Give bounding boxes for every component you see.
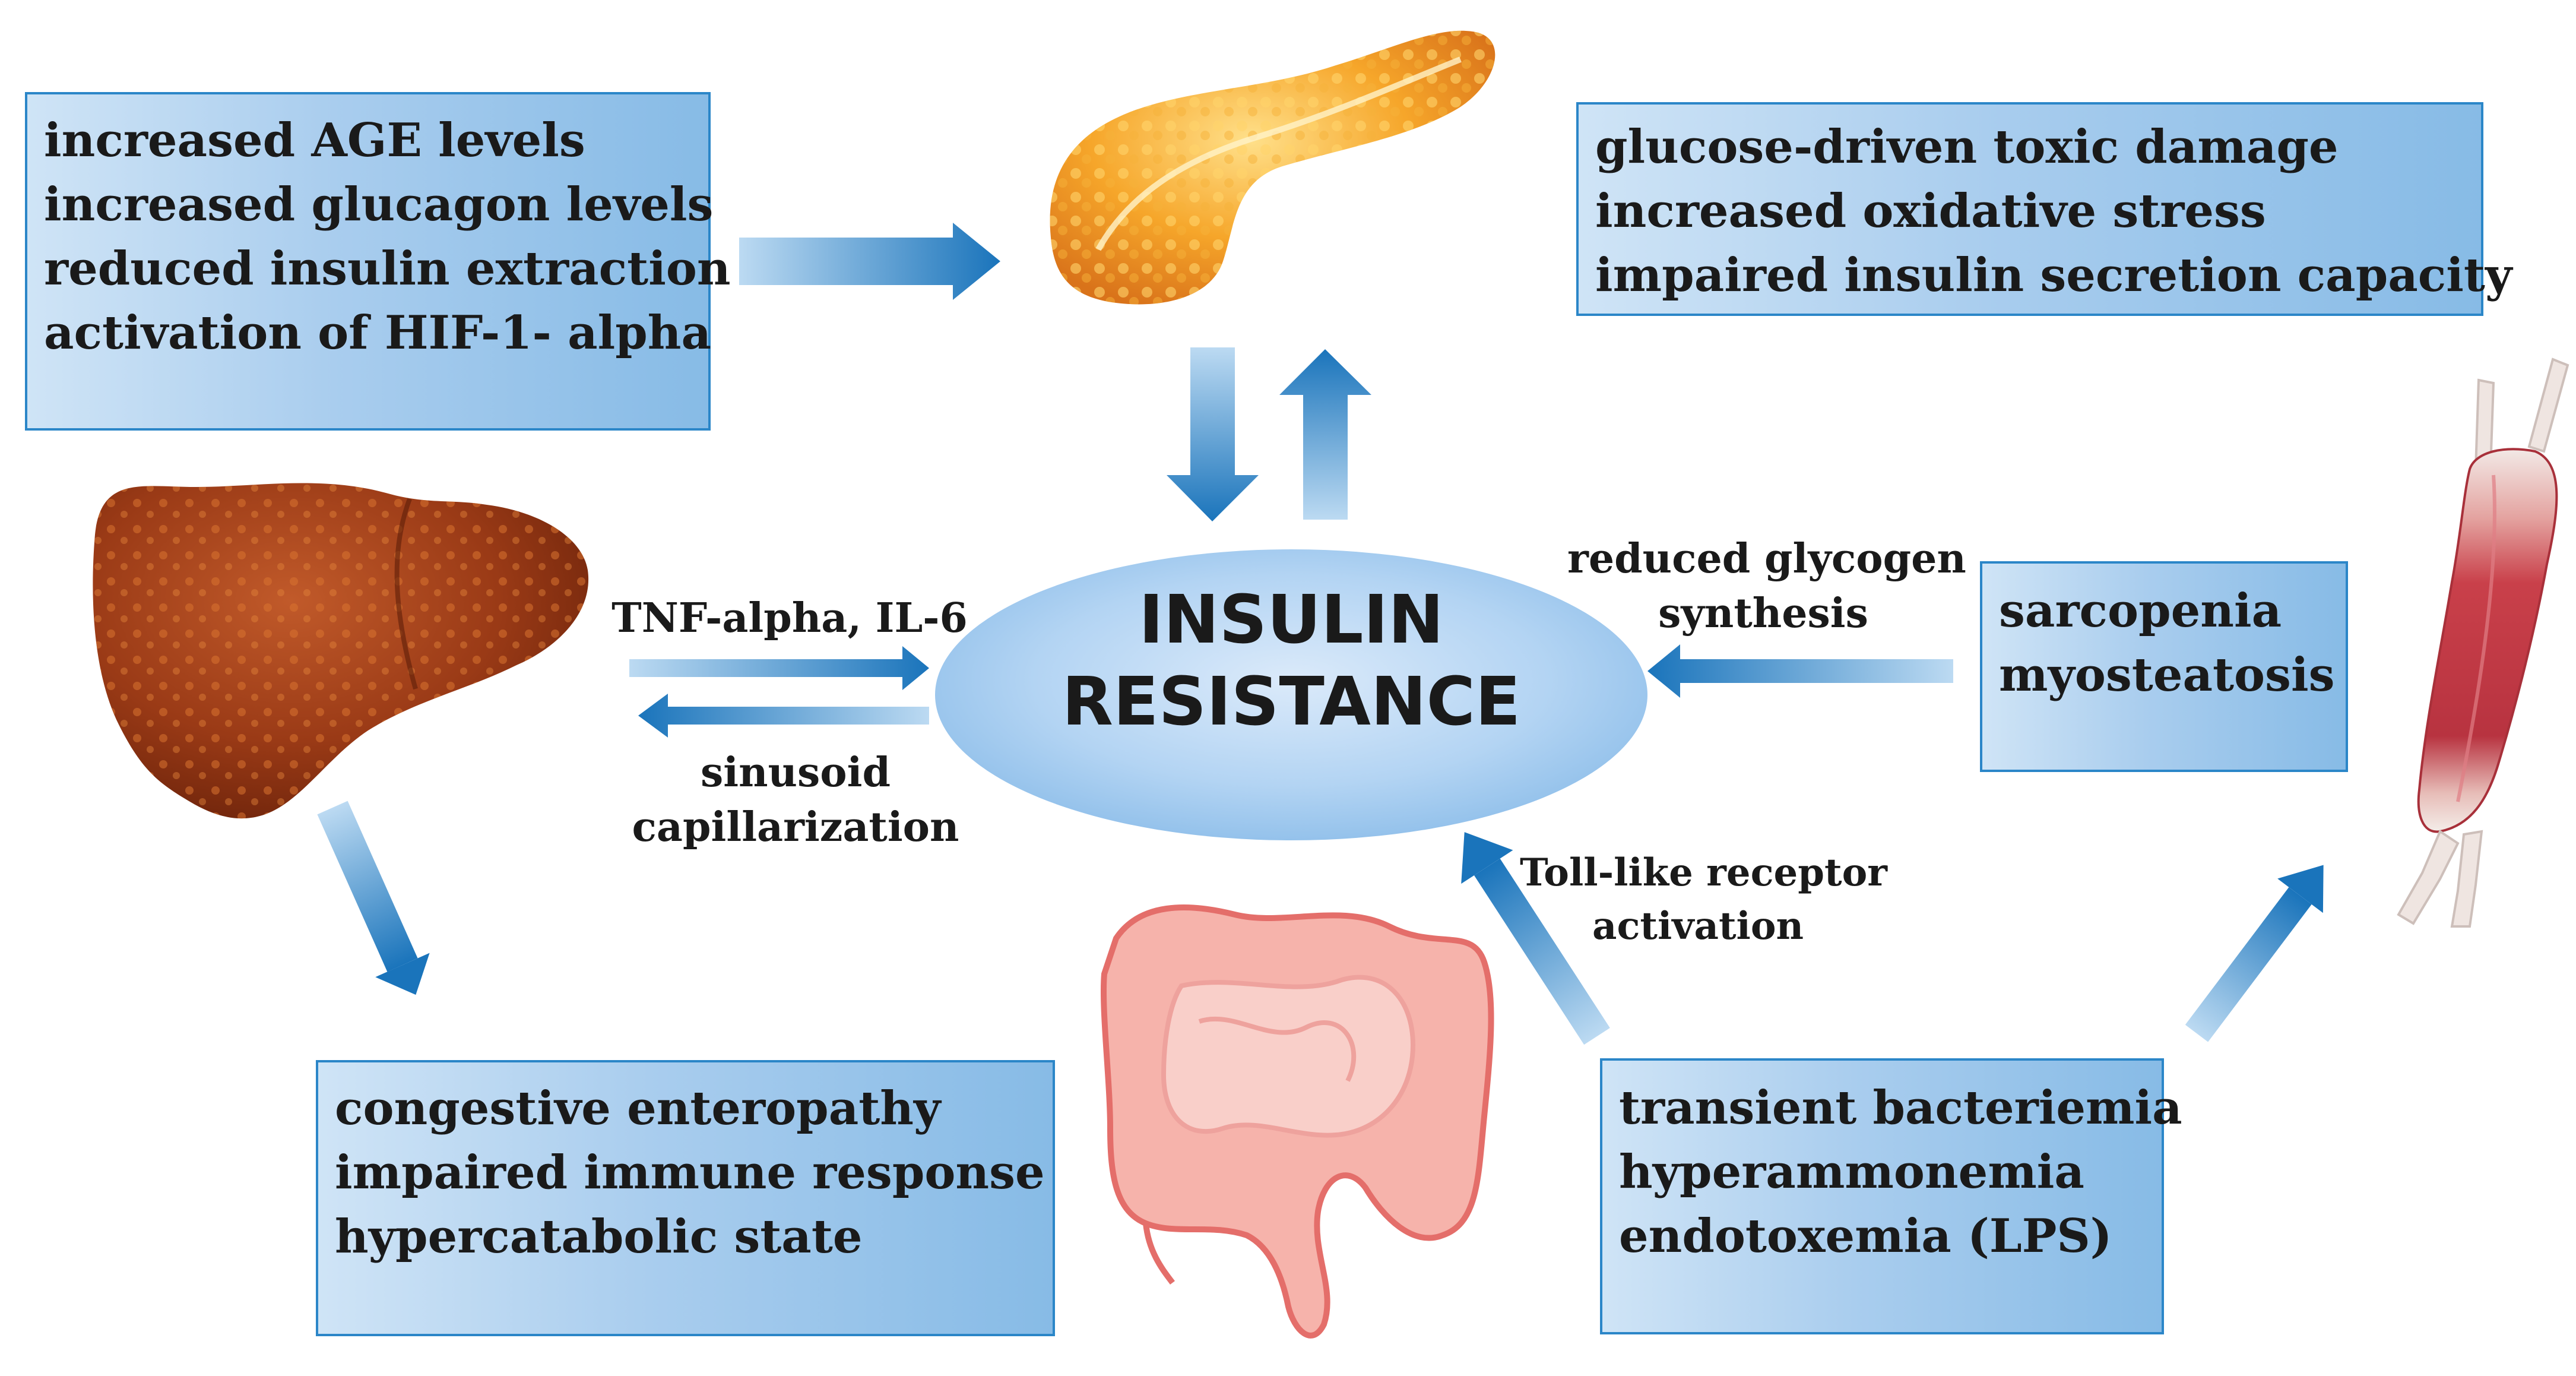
box-line: transient bacteriemia	[1619, 1081, 2182, 1135]
arrow-pancreas-down	[1167, 347, 1259, 521]
tlr-label: Toll-like receptor activation	[1520, 846, 1887, 953]
box-line: increased AGE levels	[44, 113, 585, 167]
pancreas-effects-box: glucose-driven toxic damage increased ox…	[1576, 102, 2512, 316]
arrow-gut-to-muscle	[2185, 865, 2324, 1042]
center-line-1: INSULIN	[1139, 581, 1444, 659]
box-line: impaired immune response	[335, 1146, 1045, 1200]
label-line: reduced glycogen	[1567, 535, 1966, 583]
box-line: glucose-driven toxic damage	[1595, 120, 2339, 174]
liver-icon	[93, 483, 589, 819]
pancreas-icon	[1050, 30, 1495, 305]
liver-effects-box: increased AGE levels increased glucagon …	[25, 92, 731, 431]
box-line: congestive enteropathy	[335, 1081, 941, 1135]
label-line: TNF-alpha, IL-6	[611, 594, 968, 642]
arrow-gut-to-ir	[1461, 832, 1610, 1045]
muscle-effects-box: sarcopenia myosteatosis	[1980, 561, 2348, 772]
box-line: myosteatosis	[1999, 648, 2335, 702]
intestine-icon	[1101, 904, 1494, 1339]
box-line: reduced insulin extraction	[44, 242, 731, 296]
arrow-liver-to-bottom-box	[317, 801, 430, 995]
box-line: increased glucagon levels	[44, 178, 714, 232]
arrow-liver-to-ir	[629, 646, 929, 690]
sinusoid-label: sinusoid capillarization	[629, 745, 962, 855]
label-line: activation	[1592, 904, 1804, 948]
box-line: increased oxidative stress	[1595, 184, 2266, 238]
box-line: hypercatabolic state	[335, 1210, 863, 1264]
muscle-icon	[2397, 358, 2569, 928]
insulin-resistance-ellipse	[935, 549, 1647, 840]
label-line: capillarization	[632, 804, 959, 851]
gut-effects-box: transient bacteriemia hyperammonemia end…	[1600, 1058, 2182, 1334]
liver-bottom-box: congestive enteropathy impaired immune r…	[316, 1060, 1055, 1336]
box-line: hyperammonemia	[1619, 1145, 2084, 1199]
box-line: activation of HIF-1- alpha	[44, 306, 712, 360]
center-line-2: RESISTANCE	[1062, 663, 1521, 741]
insulin-resistance-label: INSULIN RESISTANCE	[941, 579, 1642, 743]
label-line: Toll-like receptor	[1520, 850, 1887, 895]
arrow-ir-to-liver	[638, 694, 929, 738]
label-line: synthesis	[1658, 590, 1868, 637]
box-line: endotoxemia (LPS)	[1619, 1209, 2112, 1263]
box-line: impaired insulin secretion capacity	[1595, 248, 2512, 302]
arrow-pancreas-up	[1279, 349, 1371, 520]
arrow-box-to-pancreas	[739, 223, 1000, 300]
glycogen-label: reduced glycogen synthesis	[1567, 532, 1966, 641]
box-line: sarcopenia	[1999, 584, 2282, 638]
arrow-muscle-to-ir	[1647, 644, 1953, 698]
label-line: sinusoid	[700, 749, 891, 796]
cytokines-label: TNF-alpha, IL-6	[611, 591, 968, 646]
